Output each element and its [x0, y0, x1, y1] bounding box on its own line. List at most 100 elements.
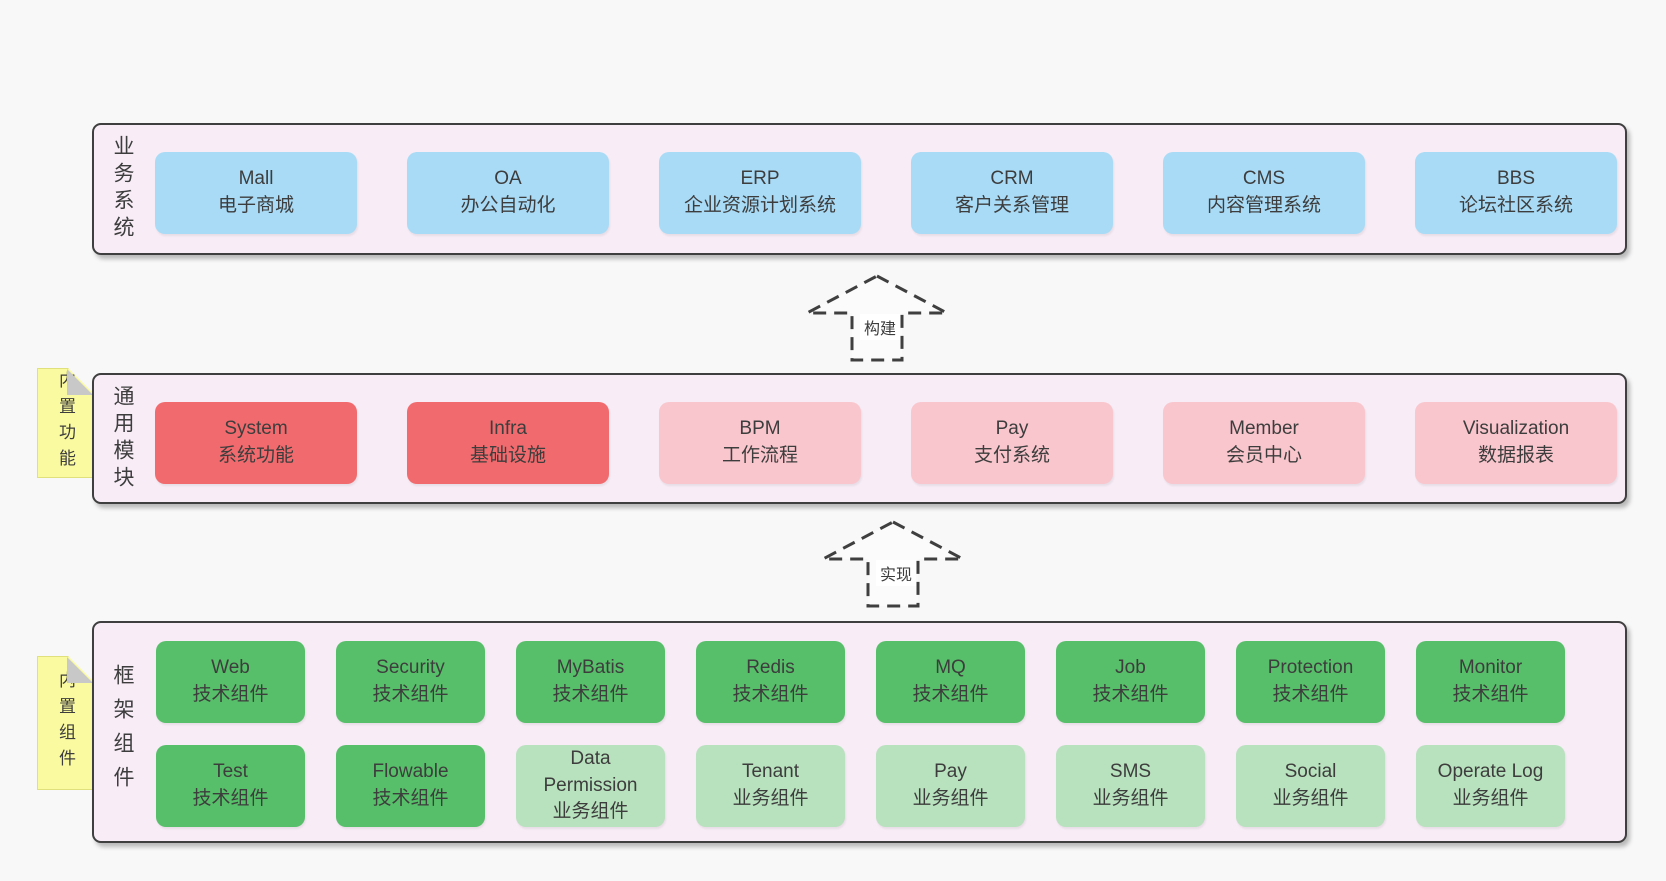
box-subtitle: 技术组件 [1452, 684, 1529, 705]
box-title: Flowable [372, 761, 449, 783]
box-web: Web 技术组件 [156, 641, 305, 723]
folded-corner-icon [67, 657, 93, 683]
layer-label-business-systems: 业务系统 [111, 135, 134, 243]
box-cms: CMS 内容管理系统 [1163, 152, 1365, 234]
layer-common-modules: 通用模块 System 系统功能 Infra 基础设施 BPM 工作流程 Pay… [92, 373, 1627, 504]
business-systems-boxes: Mall 电子商城 OA 办公自动化 ERP 企业资源计划系统 CRM 客户关系… [155, 152, 1617, 234]
arrow-implement: 实现 [816, 514, 976, 614]
box-system: System 系统功能 [155, 402, 357, 484]
layer-label-framework-components: 框架组件 [111, 664, 134, 800]
box-social: Social 业务组件 [1236, 745, 1385, 827]
box-test: Test 技术组件 [156, 745, 305, 827]
box-subtitle: 工作流程 [721, 445, 798, 466]
box-subtitle: 数据报表 [1477, 445, 1554, 466]
box-title: Job [1115, 657, 1146, 679]
box-subtitle: 技术组件 [372, 684, 449, 705]
box-subtitle: 技术组件 [192, 684, 269, 705]
box-title: Redis [746, 657, 795, 679]
framework-components-row-1: Web 技术组件 Security 技术组件 MyBatis 技术组件 Redi… [156, 641, 1565, 723]
common-modules-boxes: System 系统功能 Infra 基础设施 BPM 工作流程 Pay 支付系统… [155, 402, 1617, 484]
box-subtitle: 基础设施 [469, 445, 546, 466]
box-subtitle: 企业资源计划系统 [683, 195, 836, 216]
box-title: Security [376, 657, 445, 679]
box-job: Job 技术组件 [1056, 641, 1205, 723]
box-title: BPM [739, 418, 781, 440]
box-subtitle: 内容管理系统 [1206, 195, 1321, 216]
box-bpm: BPM 工作流程 [659, 402, 861, 484]
box-title: System [224, 418, 288, 440]
box-title: MyBatis [556, 657, 625, 679]
box-title: Operate Log [1437, 761, 1544, 783]
box-subtitle: 技术组件 [1272, 684, 1349, 705]
box-subtitle: 会员中心 [1225, 445, 1302, 466]
box-title: Protection [1267, 657, 1354, 679]
box-member: Member 会员中心 [1163, 402, 1365, 484]
layer-label-common-modules: 通用模块 [111, 384, 134, 493]
box-subtitle: 技术组件 [192, 788, 269, 809]
box-subtitle: 业务组件 [912, 788, 989, 809]
box-security: Security 技术组件 [336, 641, 485, 723]
box-subtitle: 业务组件 [732, 788, 809, 809]
box-title: OA [494, 168, 522, 190]
box-subtitle: 业务组件 [1272, 788, 1349, 809]
box-subtitle: 技术组件 [372, 788, 449, 809]
box-subtitle: 业务组件 [1452, 788, 1529, 809]
box-title: Pay [934, 761, 967, 783]
box-title: Data Permission [543, 748, 638, 796]
box-subtitle: 客户关系管理 [954, 195, 1069, 216]
arrow-build: 构建 [800, 268, 960, 368]
box-mq: MQ 技术组件 [876, 641, 1025, 723]
box-subtitle: 业务组件 [1092, 788, 1169, 809]
box-flowable: Flowable 技术组件 [336, 745, 485, 827]
box-subtitle: 业务组件 [552, 801, 629, 823]
layer-framework-components: 框架组件 Web 技术组件 Security 技术组件 MyBatis 技术组件… [92, 621, 1627, 843]
box-title: Mall [238, 168, 274, 190]
box-title: MQ [935, 657, 966, 679]
framework-components-row-2: Test 技术组件 Flowable 技术组件 Data Permission … [156, 745, 1565, 827]
box-title: Pay [995, 418, 1029, 440]
box-mall: Mall 电子商城 [155, 152, 357, 234]
box-crm: CRM 客户关系管理 [911, 152, 1113, 234]
box-title: Monitor [1458, 657, 1523, 679]
box-title: CRM [990, 168, 1034, 190]
box-title: SMS [1109, 761, 1152, 783]
box-title: Web [211, 657, 250, 679]
box-tenant: Tenant 业务组件 [696, 745, 845, 827]
box-pay-module: Pay 支付系统 [911, 402, 1113, 484]
box-title: Test [213, 761, 248, 783]
box-protection: Protection 技术组件 [1236, 641, 1385, 723]
box-subtitle: 技术组件 [552, 684, 629, 705]
box-title: Tenant [741, 761, 800, 783]
box-subtitle: 技术组件 [1092, 684, 1169, 705]
box-oa: OA 办公自动化 [407, 152, 609, 234]
box-subtitle: 办公自动化 [460, 195, 556, 216]
box-title: Member [1229, 418, 1299, 440]
box-title: Infra [488, 418, 528, 440]
box-monitor: Monitor 技术组件 [1416, 641, 1565, 723]
arrow-implement-label: 实现 [875, 560, 917, 586]
box-title: ERP [740, 168, 780, 190]
box-title: Visualization [1462, 418, 1570, 440]
sticky-note-builtin-features: 内置功能 [37, 368, 94, 478]
box-visualization: Visualization 数据报表 [1415, 402, 1617, 484]
box-subtitle: 支付系统 [973, 445, 1050, 466]
box-operate-log: Operate Log 业务组件 [1416, 745, 1565, 827]
box-title: BBS [1496, 168, 1536, 190]
box-subtitle: 系统功能 [217, 445, 294, 466]
arrow-build-label: 构建 [859, 314, 901, 340]
sticky-note-builtin-components: 内置组件 [37, 656, 94, 790]
box-mybatis: MyBatis 技术组件 [516, 641, 665, 723]
box-subtitle: 技术组件 [912, 684, 989, 705]
box-sms: SMS 业务组件 [1056, 745, 1205, 827]
layer-business-systems: 业务系统 Mall 电子商城 OA 办公自动化 ERP 企业资源计划系统 CRM… [92, 123, 1627, 255]
box-erp: ERP 企业资源计划系统 [659, 152, 861, 234]
box-subtitle: 技术组件 [732, 684, 809, 705]
sticky-note-text: 内置功能 [56, 371, 75, 475]
box-title: CMS [1242, 168, 1286, 190]
box-subtitle: 电子商城 [217, 195, 294, 216]
box-infra: Infra 基础设施 [407, 402, 609, 484]
box-data-permission: Data Permission 业务组件 [516, 745, 665, 827]
box-bbs: BBS 论坛社区系统 [1415, 152, 1617, 234]
box-subtitle: 论坛社区系统 [1458, 195, 1573, 216]
